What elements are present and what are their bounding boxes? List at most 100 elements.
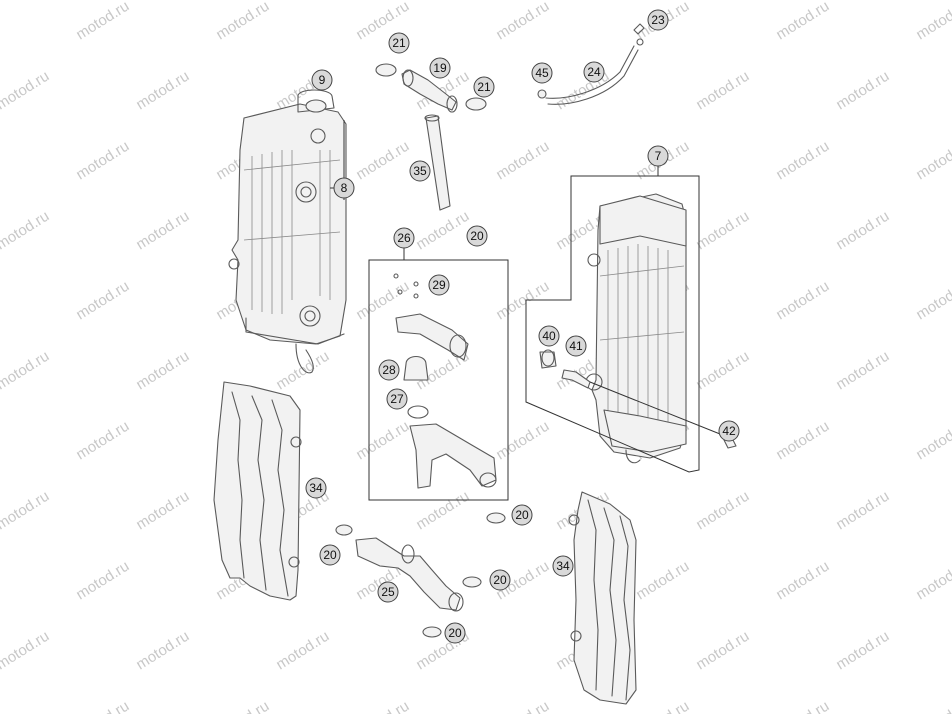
callout-34-left[interactable]: 34 (305, 477, 327, 499)
watermark-text: motod.ru (413, 208, 472, 254)
lower-hose-assembly (335, 512, 506, 638)
svg-text:20: 20 (470, 229, 484, 243)
watermark-text: motod.ru (913, 558, 952, 604)
callout-20-bottom[interactable]: 20 (444, 622, 466, 644)
watermark-text: motod.ru (0, 488, 52, 534)
watermark-text: motod.ru (833, 208, 892, 254)
callout-45[interactable]: 45 (531, 62, 553, 84)
watermark-text: motod.ru (913, 278, 952, 324)
watermark-text: motod.ru (913, 138, 952, 184)
watermark-text: motod.ru (73, 558, 132, 604)
watermark-text: motod.ru (0, 628, 52, 674)
svg-text:20: 20 (515, 508, 529, 522)
svg-text:19: 19 (433, 61, 447, 75)
watermark-text: motod.ru (913, 0, 952, 43)
svg-text:21: 21 (477, 80, 491, 94)
watermark-text: motod.ru (693, 488, 752, 534)
callout-24[interactable]: 24 (583, 61, 605, 83)
callout-26[interactable]: 26 (393, 227, 415, 249)
watermark-text: motod.ru (413, 488, 472, 534)
left-radiator-shroud (213, 381, 302, 601)
watermark-text: motod.ru (773, 0, 832, 43)
callout-35[interactable]: 35 (409, 160, 431, 182)
callout-20-left[interactable]: 20 (319, 544, 341, 566)
callout-34-right[interactable]: 34 (552, 555, 574, 577)
right-radiator-shroud (568, 491, 637, 705)
thermostat-housing-box (368, 248, 509, 501)
svg-text:20: 20 (448, 626, 462, 640)
watermark-text: motod.ru (693, 208, 752, 254)
callout-8[interactable]: 8 (333, 177, 355, 199)
watermark-text: motod.ru (73, 278, 132, 324)
callout-29[interactable]: 29 (428, 274, 450, 296)
callout-42[interactable]: 42 (718, 420, 740, 442)
svg-text:26: 26 (397, 231, 411, 245)
callout-20-middle[interactable]: 20 (489, 569, 511, 591)
watermark-text: motod.ru (773, 418, 832, 464)
callout-23[interactable]: 23 (647, 9, 669, 31)
left-radiator (228, 89, 347, 374)
watermark-text: motod.ru (353, 418, 412, 464)
watermark-text: motod.ru (133, 348, 192, 394)
watermark-text: motod.ru (913, 418, 952, 464)
svg-text:24: 24 (587, 65, 601, 79)
svg-text:8: 8 (341, 181, 348, 195)
svg-text:34: 34 (556, 559, 570, 573)
watermark-text: motod.ru (493, 418, 552, 464)
upper-hose-assembly (375, 63, 487, 211)
watermark-text: motod.ru (773, 698, 832, 714)
watermark-text: motod.ru (133, 628, 192, 674)
watermark-text: motod.ru (0, 208, 52, 254)
watermark-text: motod.ru (773, 138, 832, 184)
watermark-text: motod.ru (0, 68, 52, 114)
callout-7[interactable]: 7 (647, 145, 669, 167)
svg-text:9: 9 (319, 73, 326, 87)
callout-25[interactable]: 25 (377, 581, 399, 603)
watermark-text: motod.ru (133, 488, 192, 534)
watermark-text: motod.ru (773, 558, 832, 604)
callout-27[interactable]: 27 (386, 388, 408, 410)
svg-text:40: 40 (542, 329, 556, 343)
svg-text:42: 42 (722, 424, 736, 438)
right-radiator-box (525, 166, 700, 473)
svg-text:45: 45 (535, 66, 549, 80)
watermark-text: motod.ru (833, 348, 892, 394)
callout-28[interactable]: 28 (378, 359, 400, 381)
callout-40[interactable]: 40 (538, 325, 560, 347)
watermark-text: motod.ru (353, 138, 412, 184)
callout-9[interactable]: 9 (311, 69, 333, 91)
watermark-text: motod.ru (633, 558, 692, 604)
watermark-text: motod.ru (833, 488, 892, 534)
vent-hose-assembly (537, 23, 645, 105)
watermark-text: motod.ru (493, 698, 552, 714)
callout-41[interactable]: 41 (565, 335, 587, 357)
watermark-text: motod.ru (0, 348, 52, 394)
svg-text:35: 35 (413, 164, 427, 178)
watermark-text: motod.ru (833, 68, 892, 114)
watermark-text: motod.ru (633, 698, 692, 714)
watermark-text: motod.ru (493, 138, 552, 184)
svg-text:20: 20 (323, 548, 337, 562)
svg-text:23: 23 (651, 13, 665, 27)
callout-21-left[interactable]: 21 (388, 32, 410, 54)
svg-text:21: 21 (392, 36, 406, 50)
watermark-text: motod.ru (273, 628, 332, 674)
watermark-text: motod.ru (73, 0, 132, 43)
watermark-text: motod.ru (913, 698, 952, 714)
callout-19[interactable]: 19 (429, 57, 451, 79)
svg-text:34: 34 (309, 481, 323, 495)
svg-text:41: 41 (569, 339, 583, 353)
svg-text:27: 27 (390, 392, 404, 406)
watermark-text: motod.ru (133, 208, 192, 254)
callout-21-right[interactable]: 21 (473, 76, 495, 98)
watermark-text: motod.ru (133, 68, 192, 114)
svg-text:29: 29 (432, 278, 446, 292)
callout-20-top[interactable]: 20 (466, 225, 488, 247)
callout-20-right[interactable]: 20 (511, 504, 533, 526)
watermark-text: motod.ru (693, 628, 752, 674)
watermark-text: motod.ru (693, 68, 752, 114)
watermark-text: motod.ru (213, 698, 272, 714)
svg-text:7: 7 (655, 149, 662, 163)
watermark-text: motod.ru (73, 418, 132, 464)
watermark-text: motod.ru (833, 628, 892, 674)
